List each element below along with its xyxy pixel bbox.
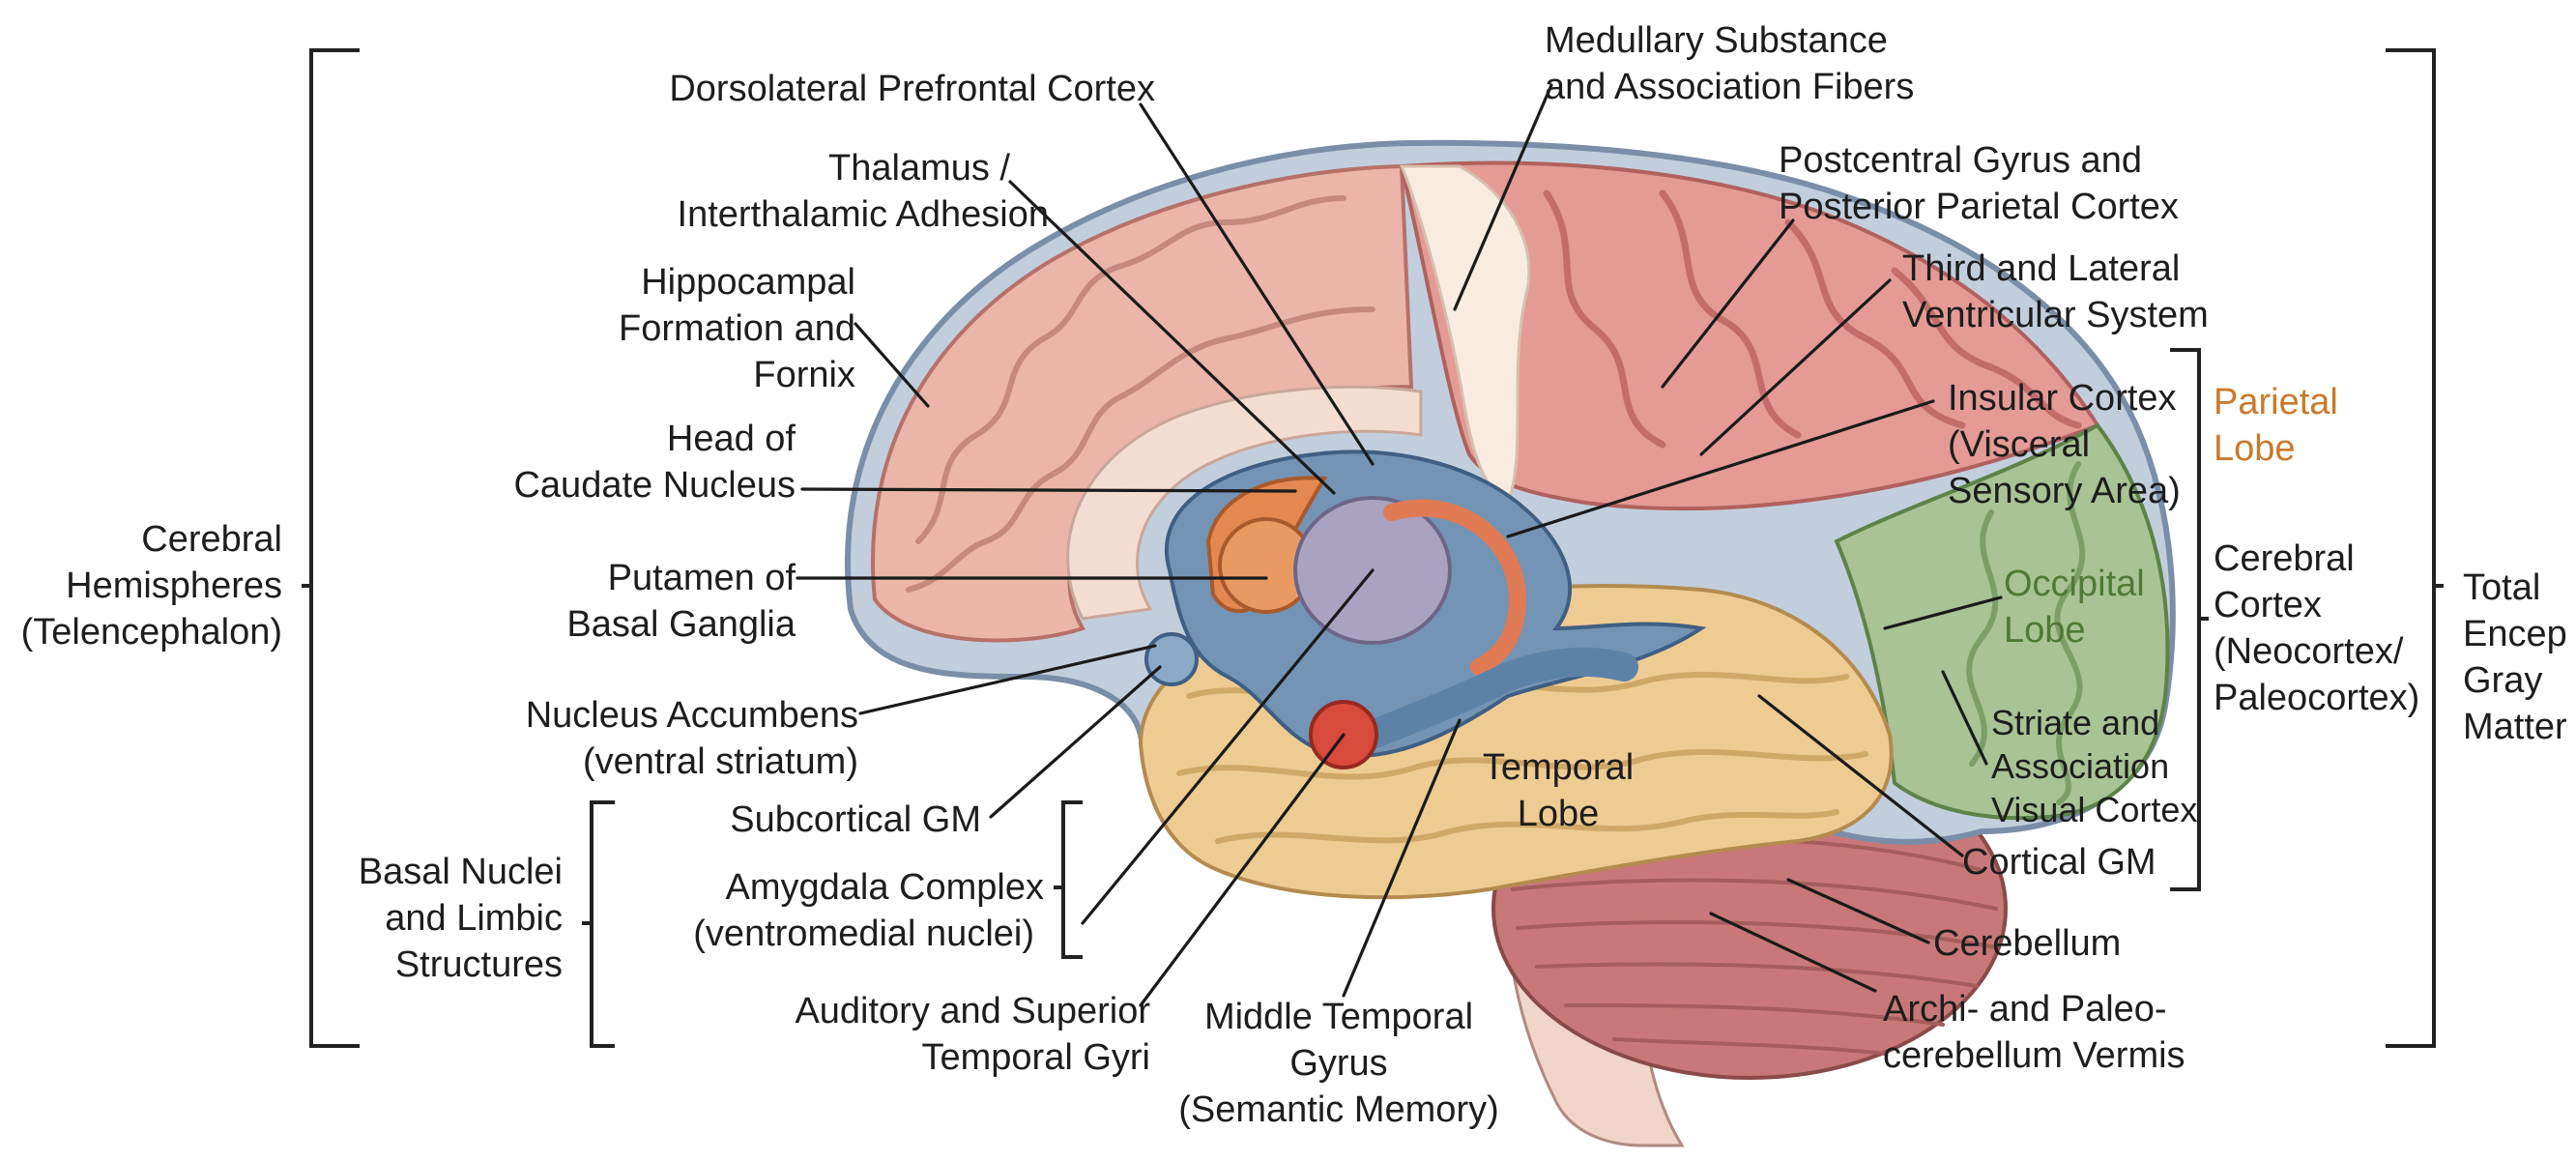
label-total-2: Encep bbox=[2463, 614, 2567, 654]
label-postcentral-2: Posterior Parietal Cortex bbox=[1779, 187, 2179, 227]
occipital-shape bbox=[1834, 422, 2170, 821]
label-hemispheres-3: (Telencephalon) bbox=[21, 612, 282, 653]
bracket-subcortical bbox=[1054, 800, 1083, 959]
label-vermis: Archi- and Paleo- bbox=[1883, 989, 2167, 1030]
label-subcortical: Subcortical GM bbox=[730, 799, 981, 840]
label-vermis-2: cerebellum Vermis bbox=[1883, 1035, 2185, 1076]
label-hippocampal-3: Fornix bbox=[753, 355, 855, 395]
label-basal-nuclei: Basal Nuclei bbox=[359, 852, 563, 892]
label-mtg-2: Gyrus bbox=[1289, 1043, 1387, 1084]
label-insular-2: (Visceral bbox=[1948, 424, 2090, 465]
label-hippocampal-2: Formation and bbox=[619, 308, 855, 349]
label-basal-nuclei-2: and Limbic bbox=[385, 898, 563, 939]
label-striate: Striate and bbox=[1991, 703, 2159, 742]
label-auditory: Auditory and Superior bbox=[795, 991, 1150, 1031]
label-cerebral-cortex: Cerebral bbox=[2214, 538, 2355, 579]
label-accumbens: Nucleus Accumbens bbox=[526, 695, 858, 736]
label-occipital: Occipital bbox=[2004, 564, 2145, 604]
label-hemispheres-2: Hemispheres bbox=[66, 566, 282, 606]
label-putamen-2: Basal Ganglia bbox=[566, 604, 796, 645]
accumbens-shape bbox=[1144, 632, 1199, 686]
label-thalamus: Thalamus / bbox=[828, 148, 1010, 189]
label-cerebral-cortex-4: Paleocortex) bbox=[2214, 678, 2419, 718]
label-hemispheres: Cerebral bbox=[141, 519, 282, 560]
leader-lines bbox=[796, 83, 2003, 1007]
label-total-4: Matter bbox=[2463, 707, 2567, 747]
bracket-total-gray-matter bbox=[2386, 48, 2444, 1048]
label-cerebral-cortex-2: Cortex bbox=[2214, 585, 2322, 625]
label-temporal-2: Lobe bbox=[1518, 794, 1600, 834]
parietal-shape bbox=[1399, 160, 2100, 511]
label-temporal: Temporal bbox=[1483, 747, 1634, 788]
label-caudate: Head of bbox=[667, 419, 796, 459]
label-caudate-2: Caudate Nucleus bbox=[513, 465, 796, 506]
label-parietal: Parietal bbox=[2214, 382, 2338, 422]
label-thalamus-2: Interthalamic Adhesion bbox=[678, 194, 1049, 235]
label-medullary-2: and Association Fibers bbox=[1545, 67, 1914, 107]
label-cortical: Cortical GM bbox=[1962, 842, 2156, 883]
brain-artwork bbox=[844, 139, 2176, 1147]
label-striate-2: Association bbox=[1991, 746, 2169, 786]
label-medullary: Medullary Substance bbox=[1545, 20, 1888, 61]
label-striate-3: Visual Cortex bbox=[1991, 790, 2197, 829]
label-postcentral: Postcentral Gyrus and bbox=[1779, 140, 2142, 181]
cingulate-band bbox=[1066, 385, 1423, 621]
label-amygdala: Amygdala Complex bbox=[726, 867, 1044, 908]
label-insular-3: Sensory Area) bbox=[1948, 471, 2181, 511]
fornix-arc bbox=[1383, 499, 1527, 676]
label-amygdala-2: (ventromedial nuclei) bbox=[693, 914, 1034, 954]
label-auditory-2: Temporal Gyri bbox=[922, 1037, 1151, 1078]
label-mtg: Middle Temporal bbox=[1204, 997, 1473, 1037]
label-ventricular-2: Ventricular System bbox=[1902, 295, 2209, 335]
label-accumbens-2: (ventral striatum) bbox=[583, 741, 858, 782]
label-cerebral-cortex-3: (Neocortex/ bbox=[2214, 631, 2404, 672]
label-cerebellum: Cerebellum bbox=[1933, 923, 2121, 964]
label-occipital-2: Lobe bbox=[2004, 610, 2086, 651]
label-mtg-3: (Semantic Memory) bbox=[1178, 1089, 1499, 1130]
bracket-basal-nuclei bbox=[582, 800, 615, 1048]
label-ventricular: Third and Lateral bbox=[1902, 248, 2180, 289]
label-hippocampal: Hippocampal bbox=[641, 262, 855, 303]
hippocampus-shape bbox=[1358, 647, 1638, 749]
label-parietal-2: Lobe bbox=[2214, 428, 2296, 469]
label-basal-nuclei-3: Structures bbox=[395, 944, 563, 985]
brackets bbox=[302, 48, 2444, 1048]
label-total-3: Gray bbox=[2463, 660, 2542, 701]
bracket-cerebral-cortex bbox=[2170, 348, 2209, 891]
labels: Dorsolateral Prefrontal Cortex Thalamus … bbox=[21, 20, 2567, 1130]
bracket-cerebral-hemispheres bbox=[302, 48, 360, 1048]
label-putamen: Putamen of bbox=[608, 558, 796, 598]
label-total: Total bbox=[2463, 567, 2540, 608]
label-insular: Insular Cortex bbox=[1948, 378, 2177, 419]
label-dlpfc: Dorsolateral Prefrontal Cortex bbox=[669, 69, 1155, 109]
